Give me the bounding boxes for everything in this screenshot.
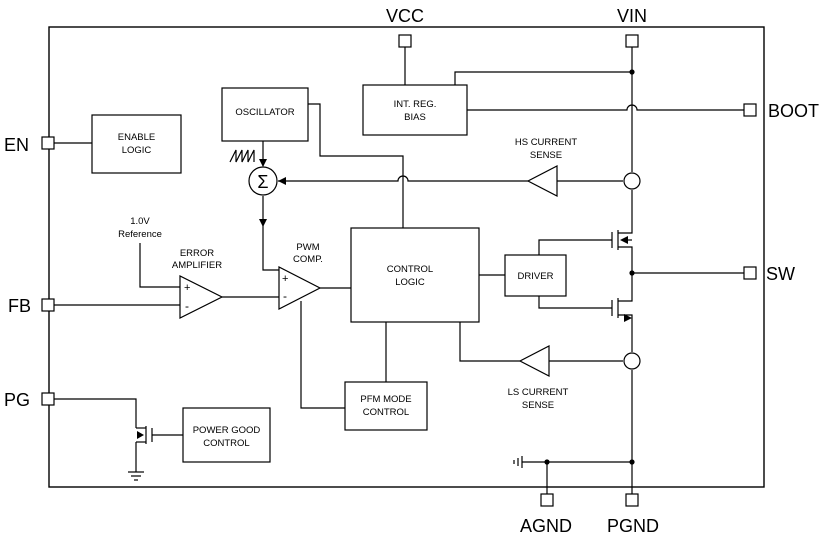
pin-en-label: EN [4, 135, 29, 155]
control-logic-label: CONTROL [387, 264, 433, 275]
sawtooth-icon [229, 149, 255, 163]
plus-sign: + [184, 282, 190, 294]
pfm-mode-control-block: PFM MODE CONTROL [344, 381, 428, 431]
low-side-mosfet-icon [611, 298, 633, 322]
pin-vcc-label: VCC [386, 6, 424, 26]
junction-dot [629, 270, 635, 276]
plus-sign: + [282, 273, 288, 285]
pin-sw: SW [743, 264, 795, 284]
ls-current-sense-amp [518, 345, 550, 377]
pin-sw-label: SW [766, 264, 795, 284]
reference-label: 1.0V [130, 216, 150, 227]
pin-en: EN [4, 135, 55, 155]
ls-current-sense-label: LS CURRENT [508, 387, 569, 398]
summing-node: Σ [248, 166, 278, 196]
sum-symbol: Σ [257, 172, 268, 192]
ground-icon [128, 471, 144, 481]
power-good-control-label: POWER GOOD [193, 425, 261, 436]
arrow-icon [259, 219, 267, 227]
junction-dot [629, 459, 635, 465]
minus-sign: - [185, 299, 189, 313]
pin-vcc: VCC [386, 6, 424, 48]
hs-current-sense-label: HS CURRENT [515, 137, 577, 148]
enable-logic-label: LOGIC [122, 145, 152, 156]
arrow-icon [278, 177, 286, 185]
pfm-mode-control-label: PFM MODE [360, 394, 411, 405]
oscillator-label: OSCILLATOR [235, 107, 294, 118]
arrow-icon [259, 159, 267, 167]
pwm-comp-label: PWM [296, 242, 319, 253]
error-amplifier-label: AMPLIFIER [172, 260, 222, 271]
hs-current-sense-node [623, 172, 641, 190]
driver-block: DRIVER [504, 254, 567, 297]
junction-dot [544, 459, 550, 465]
pin-pg: PG [4, 390, 55, 410]
pin-pgnd-label: PGND [607, 516, 659, 536]
pin-agnd-label: AGND [520, 516, 572, 536]
pwm-comparator: + - [278, 266, 322, 310]
hs-current-sense-amp [526, 165, 558, 197]
chip-outline [48, 26, 765, 488]
int-reg-bias-label: BIAS [404, 112, 426, 123]
pin-fb: FB [8, 296, 55, 316]
error-amplifier-label: ERROR [180, 248, 214, 259]
control-logic-block: CONTROL LOGIC [350, 227, 480, 323]
driver-label: DRIVER [518, 271, 554, 282]
pin-boot-label: BOOT [768, 101, 819, 121]
reference-label: Reference [118, 229, 162, 240]
pfm-mode-control-label: CONTROL [363, 407, 409, 418]
pin-fb-label: FB [8, 296, 31, 316]
ls-current-sense-label: SENSE [522, 400, 554, 411]
pwm-comp-label: COMP. [293, 254, 323, 265]
int-reg-bias-block: INT. REG. BIAS [362, 84, 468, 136]
control-logic-label: LOGIC [395, 277, 425, 288]
ground-icon [513, 456, 523, 468]
power-good-mosfet-icon [136, 426, 153, 444]
pin-agnd: AGND [520, 493, 572, 536]
ls-current-sense-node [623, 352, 641, 370]
error-amplifier: + - [179, 275, 224, 319]
power-good-control-block: POWER GOOD CONTROL [182, 407, 271, 463]
wiring [54, 47, 744, 494]
pin-vin-label: VIN [617, 6, 647, 26]
junction-dot [629, 69, 635, 75]
enable-logic-label: ENABLE [118, 132, 156, 143]
pin-pgnd: PGND [607, 493, 659, 536]
pin-vin: VIN [617, 6, 647, 48]
pin-boot: BOOT [743, 101, 819, 121]
enable-logic-block: ENABLE LOGIC [91, 114, 182, 174]
oscillator-block: OSCILLATOR [221, 87, 309, 142]
minus-sign: - [283, 289, 287, 303]
high-side-mosfet-icon [611, 225, 633, 250]
int-reg-bias-label: INT. REG. [394, 99, 437, 110]
pin-pg-label: PG [4, 390, 30, 410]
hs-current-sense-label: SENSE [530, 150, 562, 161]
power-good-control-label: CONTROL [203, 438, 249, 449]
